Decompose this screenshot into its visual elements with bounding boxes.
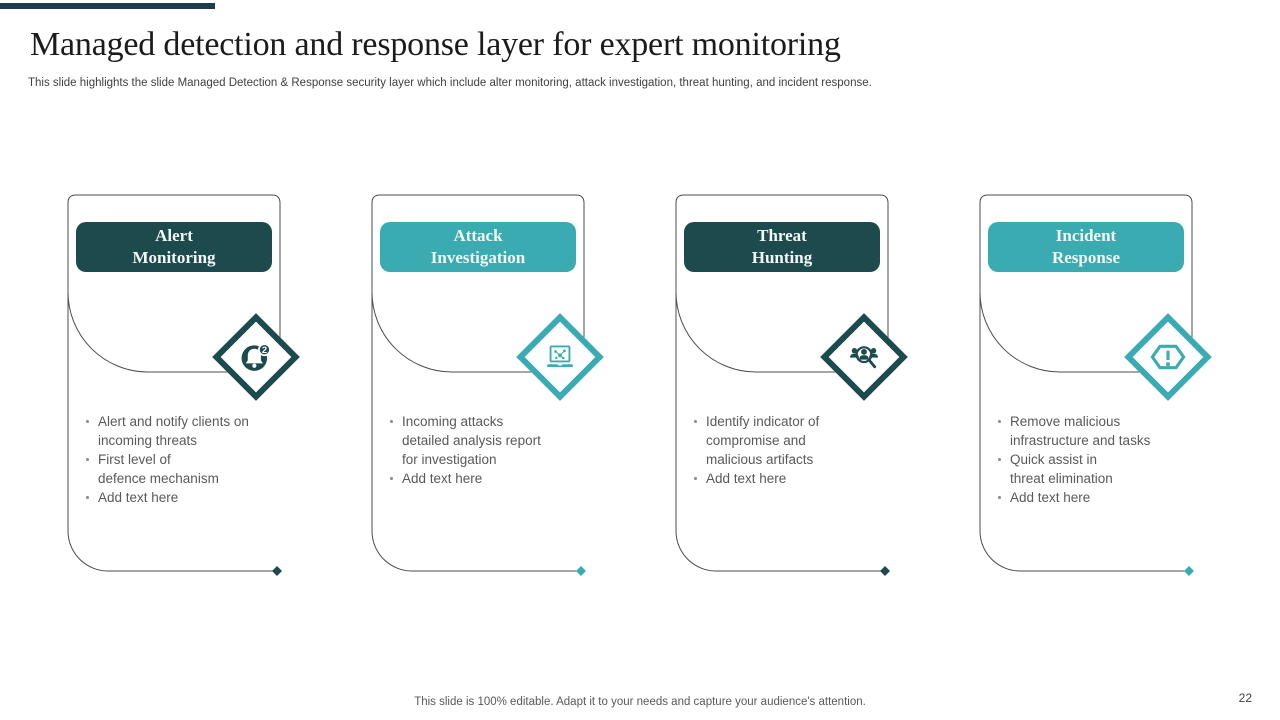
slide-title: Managed detection and response layer for… <box>30 26 841 63</box>
diamond-icon-frame <box>1124 313 1212 401</box>
mdr-card-incident-response: Incident Response Remove malicious infra… <box>979 194 1212 585</box>
bullet-item: Add text here <box>692 469 880 488</box>
bullet-item: Add text here <box>388 469 576 488</box>
line-end-diamond-marker <box>880 566 890 576</box>
card-header-pill: Incident Response <box>988 222 1184 272</box>
bullet-item: Identify indicator of compromise and mal… <box>692 412 880 469</box>
svg-text:2: 2 <box>262 345 267 356</box>
card-outline <box>371 194 586 576</box>
bullet-item: Add text here <box>84 488 272 507</box>
mdr-card-attack-investigation: Attack Investigation Incoming attacks de… <box>371 194 604 585</box>
card-outline <box>67 194 282 576</box>
card-header-pill: Alert Monitoring <box>76 222 272 272</box>
footer-note: This slide is 100% editable. Adapt it to… <box>414 696 866 708</box>
mdr-card-alert-monitoring: Alert Monitoring 2 Alert and notify clie… <box>67 194 300 585</box>
bullet-item: First level of defence mechanism <box>84 450 272 488</box>
line-end-diamond-marker <box>272 566 282 576</box>
line-end-diamond-marker <box>576 566 586 576</box>
card-outline <box>979 194 1194 576</box>
card-outline <box>675 194 890 576</box>
bullet-list: Identify indicator of compromise and mal… <box>692 412 880 488</box>
bullet-list: Remove malicious infrastructure and task… <box>996 412 1184 507</box>
bell-notification-icon: 2 <box>225 326 287 388</box>
card-title: Threat Hunting <box>751 225 813 267</box>
slide-subtitle: This slide highlights the slide Managed … <box>28 77 872 89</box>
line-end-diamond-marker <box>1184 566 1194 576</box>
diamond-icon-frame: 2 <box>212 313 300 401</box>
card-title: Attack Investigation <box>430 225 526 267</box>
bullet-item: Quick assist in threat elimination <box>996 450 1184 488</box>
hexagon-alert-icon <box>1137 326 1199 388</box>
bullet-list: Incoming attacks detailed analysis repor… <box>388 412 576 488</box>
bullet-item: Incoming attacks detailed analysis repor… <box>388 412 576 469</box>
diamond-icon-frame <box>820 313 908 401</box>
mdr-card-threat-hunting: Threat Hunting Identify indicator of com… <box>675 194 908 585</box>
top-accent-bar <box>0 3 215 9</box>
bullet-item: Remove malicious infrastructure and task… <box>996 412 1184 450</box>
card-title: Alert Monitoring <box>132 225 216 267</box>
card-header-pill: Threat Hunting <box>684 222 880 272</box>
bullet-item: Alert and notify clients on incoming thr… <box>84 412 272 450</box>
laptop-analysis-icon <box>529 326 591 388</box>
card-title: Incident Response <box>1051 225 1120 267</box>
bullet-list: Alert and notify clients on incoming thr… <box>84 412 272 507</box>
page-number: 22 <box>1238 691 1252 705</box>
bullet-item: Add text here <box>996 488 1184 507</box>
diamond-icon-frame <box>516 313 604 401</box>
card-header-pill: Attack Investigation <box>380 222 576 272</box>
people-search-icon <box>833 326 895 388</box>
